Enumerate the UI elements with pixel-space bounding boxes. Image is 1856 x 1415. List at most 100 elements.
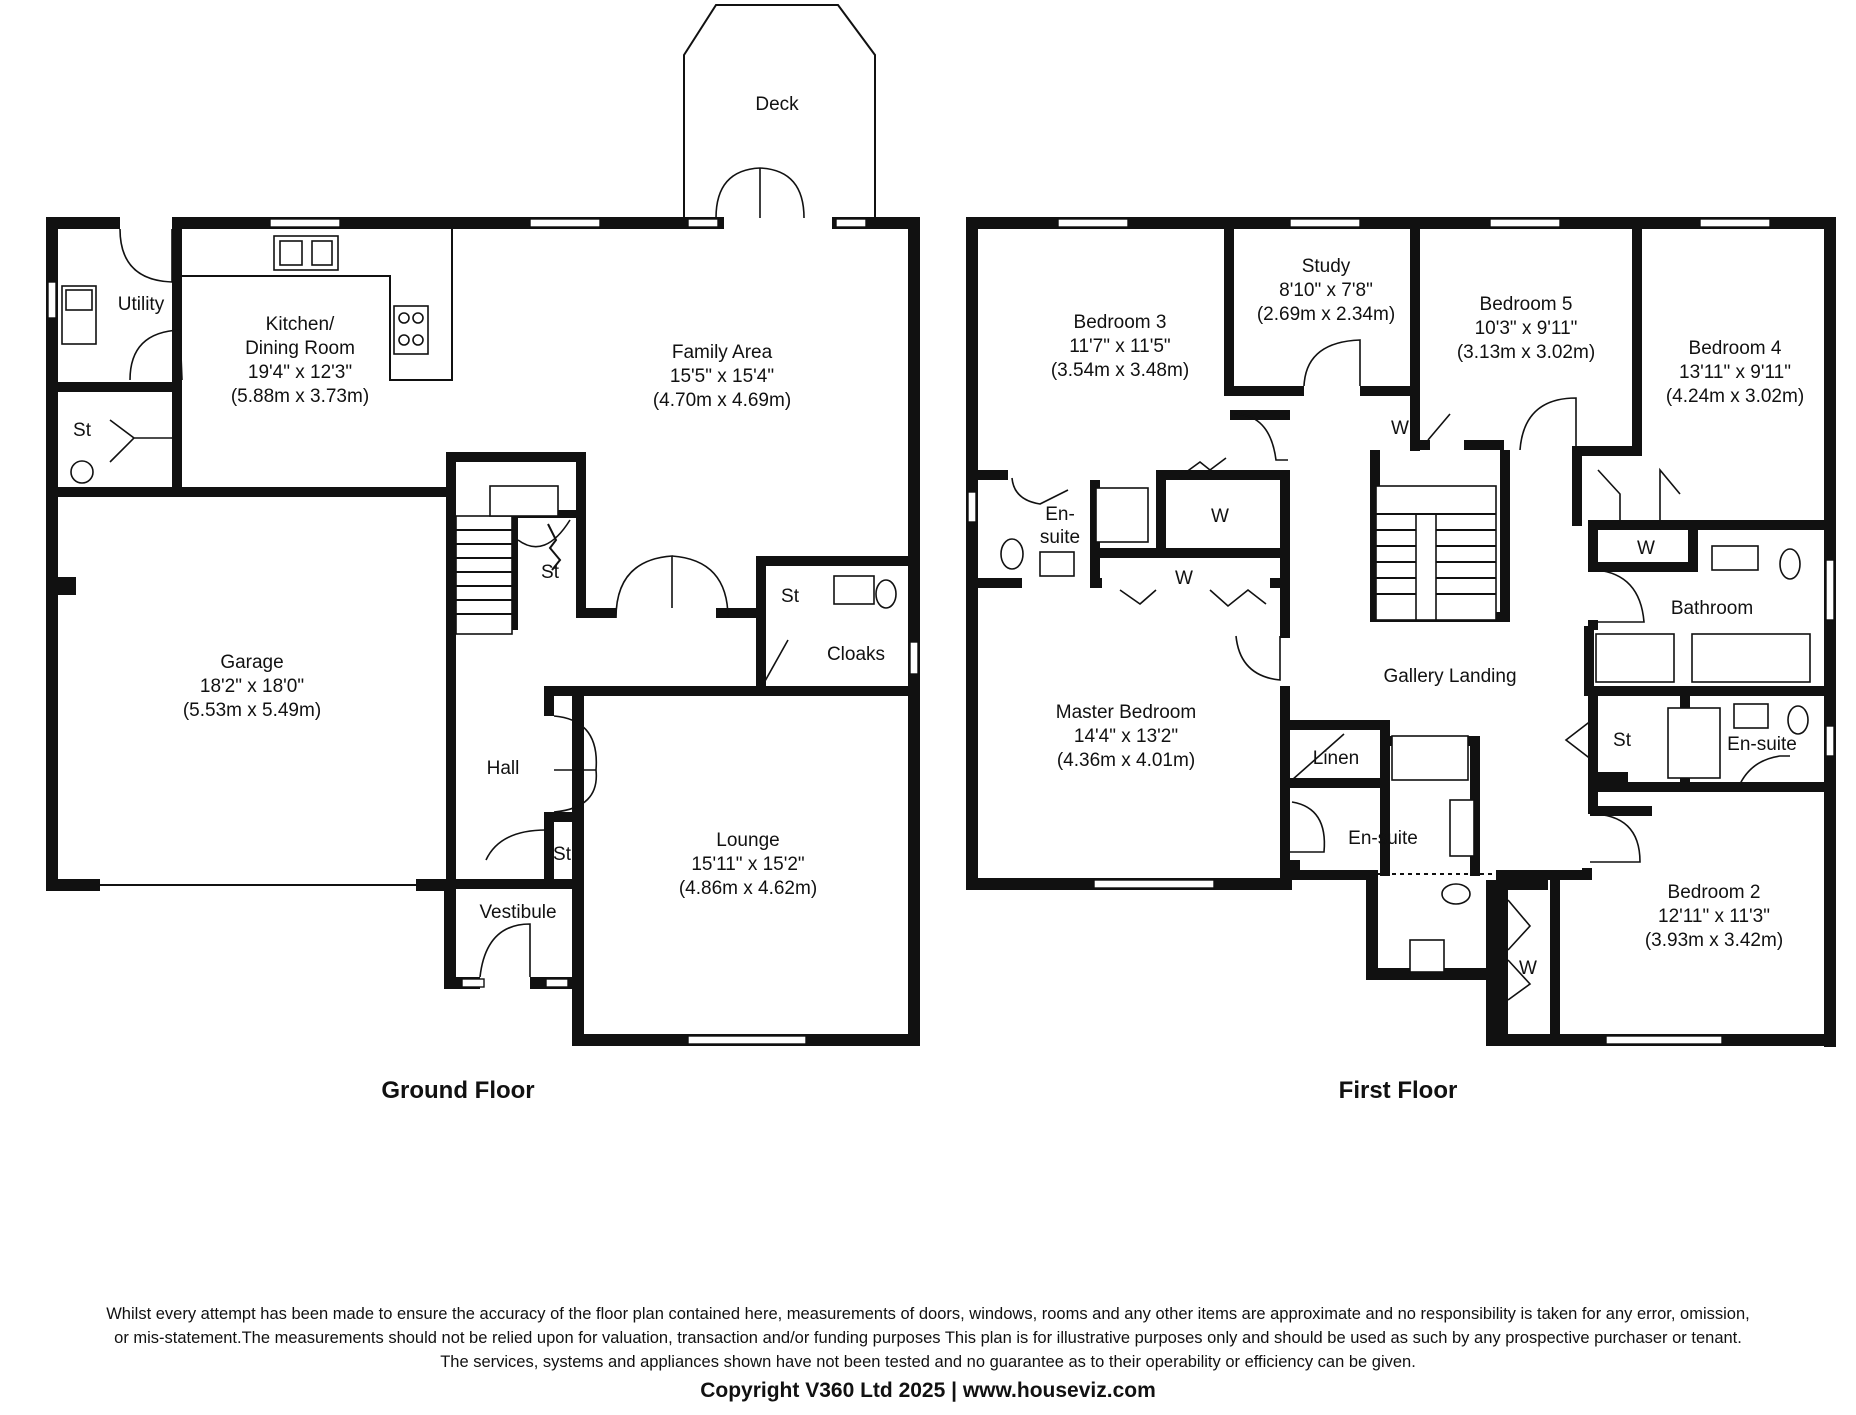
window xyxy=(1699,218,1771,228)
wall xyxy=(572,688,584,1046)
wall xyxy=(1410,229,1420,451)
wall xyxy=(716,608,756,618)
room-name-wardrobe: W xyxy=(1391,418,1409,439)
w-bed4-doors xyxy=(1597,467,1681,520)
wall xyxy=(1470,736,1480,876)
wall xyxy=(58,487,456,497)
window xyxy=(1289,218,1361,228)
wall xyxy=(1572,446,1642,456)
wall xyxy=(444,879,456,989)
wall xyxy=(46,879,100,891)
first-stairs xyxy=(1375,485,1497,621)
wall xyxy=(966,217,978,890)
room-name-store: St xyxy=(1613,730,1632,751)
wall xyxy=(1496,870,1592,880)
wall xyxy=(1688,530,1698,572)
room-name-ensuite-master: En-suite xyxy=(1348,828,1418,849)
window xyxy=(529,218,601,228)
window xyxy=(909,641,919,675)
ground-floor-labels: Deck Utility Kitchen/ Dining Room 19'4" … xyxy=(73,94,885,1104)
wall xyxy=(1410,440,1430,450)
deck-outline xyxy=(683,4,876,220)
wall xyxy=(1100,548,1290,558)
wall xyxy=(978,578,1022,588)
w-bed2-doors xyxy=(1507,899,1532,1001)
wall xyxy=(1588,520,1598,568)
wall xyxy=(1090,578,1102,588)
room-name-ensuite-right: En-suite xyxy=(1727,734,1797,755)
window xyxy=(967,491,977,523)
window xyxy=(687,1035,807,1045)
wall xyxy=(46,217,58,891)
wall xyxy=(1224,229,1234,395)
utility-sink xyxy=(61,285,97,345)
room-name-store: St xyxy=(73,420,92,441)
room-dims-metric-bedroom3: (3.54m x 3.48m) xyxy=(1051,360,1189,381)
disclaimer-line: The services, systems and appliances sho… xyxy=(440,1353,1416,1371)
room-name-store: St xyxy=(781,586,800,607)
room-name-wardrobe: W xyxy=(1211,506,1229,527)
room-name-bedroom4: Bedroom 4 xyxy=(1689,338,1782,359)
room-name-hall: Hall xyxy=(487,758,520,779)
wall xyxy=(446,452,586,462)
wall xyxy=(1498,880,1508,1034)
window xyxy=(1093,879,1215,889)
wall xyxy=(1500,450,1510,620)
room-name-kitchen-2: Dining Room xyxy=(245,338,355,359)
disclaimer-line: Whilst every attempt has been made to en… xyxy=(106,1305,1750,1323)
wall xyxy=(966,217,1836,229)
wall xyxy=(1550,880,1560,1034)
window xyxy=(1825,725,1835,757)
first-floor-plan xyxy=(966,217,1836,1047)
floor-title-ground: Ground Floor xyxy=(381,1077,534,1104)
ground-floor-plan xyxy=(46,4,920,1046)
room-name-ensuite3: En- xyxy=(1045,504,1075,525)
window xyxy=(461,978,485,988)
wall xyxy=(172,217,684,229)
floor-title-first: First Floor xyxy=(1339,1077,1458,1104)
room-dims-metric-bedroom4: (4.24m x 3.02m) xyxy=(1666,386,1804,407)
cloaks-fixtures xyxy=(833,575,897,609)
room-name-bedroom3: Bedroom 3 xyxy=(1074,312,1167,333)
stairs-store-door xyxy=(517,519,571,548)
room-name-study: Study xyxy=(1302,256,1351,277)
room-name-kitchen: Kitchen/ xyxy=(266,314,335,335)
room-name-store: St xyxy=(541,562,560,583)
wall xyxy=(1156,470,1290,480)
room-name-deck: Deck xyxy=(755,94,799,115)
master-door xyxy=(1235,635,1281,681)
room-dims-metric-bedroom2: (3.93m x 3.42m) xyxy=(1645,930,1783,951)
wall xyxy=(1498,880,1548,890)
room-dims-imperial-garage: 18'2" x 18'0" xyxy=(200,676,304,697)
room-dims-imperial-master-bedroom: 14'4" x 13'2" xyxy=(1074,726,1178,747)
room-name-family-area: Family Area xyxy=(672,342,773,363)
wall xyxy=(58,382,172,392)
utility-door xyxy=(119,228,173,283)
wall xyxy=(978,470,1008,480)
wall xyxy=(508,510,518,630)
wall xyxy=(1230,410,1290,420)
store-hall-door xyxy=(485,829,547,861)
wall xyxy=(446,452,456,882)
room-name-wardrobe: W xyxy=(1519,958,1537,979)
copyright-notice: Copyright V360 Ltd 2025 | www.houseviz.c… xyxy=(700,1379,1156,1402)
window xyxy=(47,281,57,319)
wall xyxy=(46,217,120,229)
window xyxy=(269,218,341,228)
w-bed5-door xyxy=(1427,413,1451,441)
room-name-master-bedroom: Master Bedroom xyxy=(1056,702,1196,723)
store-door xyxy=(1564,719,1593,761)
room-name-utility: Utility xyxy=(118,294,165,315)
wall xyxy=(1584,626,1594,686)
wall xyxy=(1290,778,1390,788)
room-name-wardrobe: W xyxy=(1637,538,1655,559)
wall xyxy=(1588,782,1836,792)
wall xyxy=(1224,386,1304,396)
room-name-cloaks: Cloaks xyxy=(827,644,885,665)
window xyxy=(687,218,719,228)
room-name-store: St xyxy=(553,844,572,865)
wall xyxy=(1366,968,1498,980)
deck-doors xyxy=(715,167,805,219)
wall xyxy=(756,556,766,686)
